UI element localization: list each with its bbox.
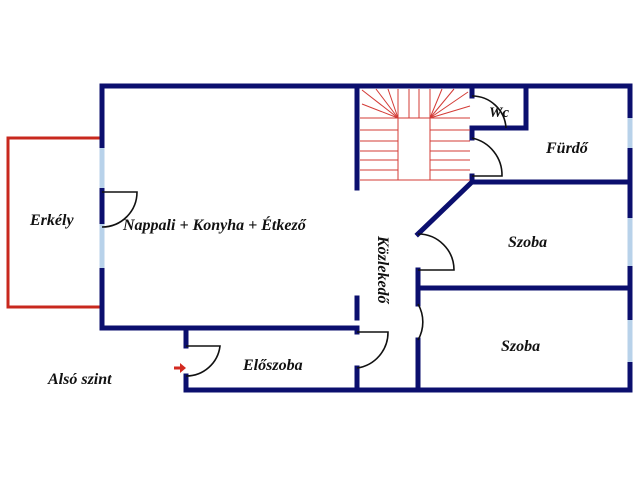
- label-living: Nappali + Konyha + Étkező: [122, 215, 307, 234]
- entrance-arrow-icon: [174, 363, 186, 373]
- windows: [99, 118, 633, 362]
- level-label: Alsó szint: [47, 371, 112, 388]
- door-hall-corridor: [356, 331, 389, 369]
- label-room1: Szoba: [508, 234, 547, 251]
- door-room1: [417, 233, 455, 271]
- door-bathroom: [471, 137, 503, 177]
- door-wc: [471, 95, 507, 129]
- label-corridor: Közlekedő: [374, 235, 391, 305]
- label-room2: Szoba: [501, 338, 540, 355]
- staircase: [360, 88, 471, 181]
- doors: [101, 95, 507, 377]
- door-room2: [417, 303, 424, 341]
- label-wc: Wc: [489, 105, 509, 121]
- balcony-outline: [6, 136, 102, 309]
- label-balcony: Erkély: [29, 212, 74, 229]
- label-hall: Előszoba: [242, 357, 303, 374]
- exterior-walls: [99, 83, 633, 393]
- interior-walls: [354, 83, 633, 393]
- label-bathroom: Fürdő: [545, 140, 589, 157]
- door-balcony: [101, 191, 138, 228]
- door-entrance: [185, 345, 221, 377]
